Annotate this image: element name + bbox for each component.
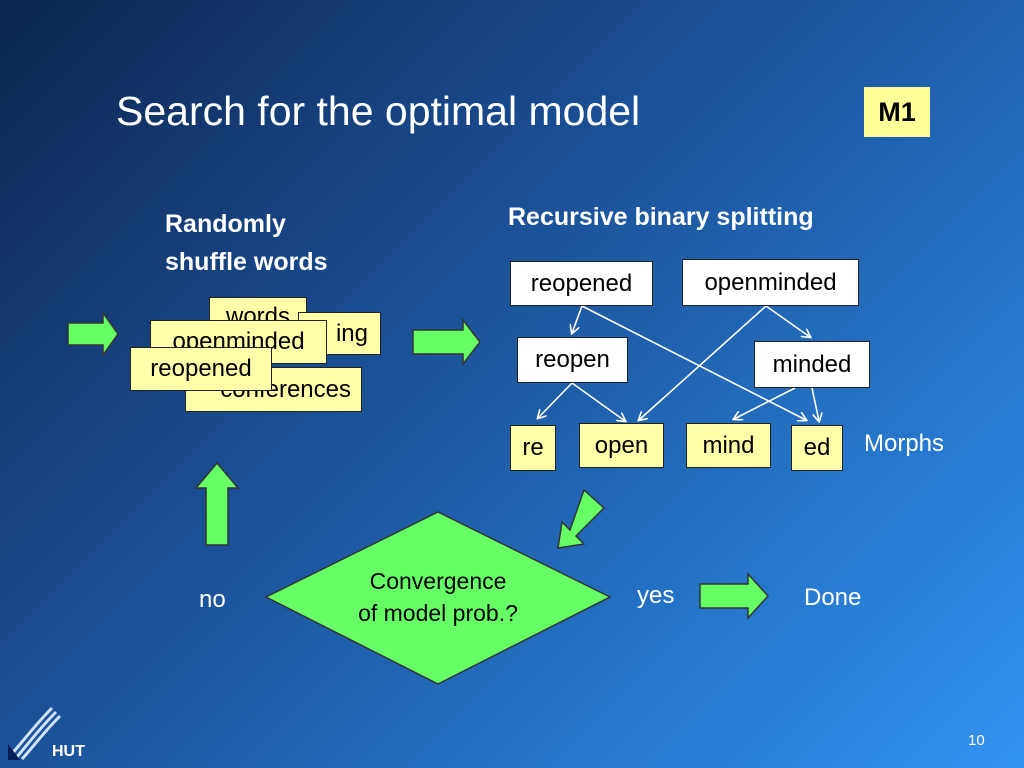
- decision-line2: of model prob.?: [358, 600, 518, 626]
- decision-diamond: [264, 511, 612, 685]
- shuffle-heading: Randomly shuffle words: [165, 205, 328, 281]
- shuffle-card-reopened: reopened: [130, 347, 272, 391]
- morphs-label: Morphs: [864, 430, 945, 457]
- split-word-reopened: reopened: [510, 261, 653, 306]
- split-line: [811, 387, 819, 421]
- split-line: [765, 305, 810, 337]
- split-word-openminded: openminded: [682, 259, 859, 306]
- decision-line1: Convergence: [369, 568, 507, 594]
- model-badge: M1: [864, 87, 930, 137]
- split-lines: [538, 305, 819, 421]
- loop-back-arrow: [194, 461, 240, 546]
- done-label: Done: [804, 584, 862, 611]
- to-decision-arrow: [557, 488, 606, 549]
- decision-text: Convergence of model prob.?: [318, 565, 558, 629]
- morph-re: re: [510, 425, 556, 471]
- split-line: [572, 305, 583, 333]
- to-done-arrow: [699, 572, 770, 620]
- hut-logo-text: HUT: [52, 743, 85, 760]
- yes-label: yes: [637, 582, 675, 609]
- hut-logo-icon: [8, 706, 62, 761]
- split-line: [538, 382, 573, 418]
- split-word-reopen: reopen: [517, 337, 628, 383]
- morph-open: open: [579, 423, 664, 468]
- no-label: no: [199, 586, 226, 613]
- shuffle-heading-line2: shuffle words: [165, 248, 328, 276]
- entry-arrow: [67, 310, 119, 358]
- split-line: [639, 305, 767, 420]
- shuffle-heading-line1: Randomly: [165, 210, 286, 238]
- splitting-heading: Recursive binary splitting: [508, 203, 814, 231]
- to-splitting-arrow: [412, 317, 481, 367]
- split-line: [734, 387, 796, 419]
- morph-mind: mind: [686, 423, 771, 468]
- slide-title: Search for the optimal model: [116, 88, 641, 134]
- page-number: 10: [968, 732, 985, 749]
- split-word-minded: minded: [754, 341, 870, 388]
- morph-ed: ed: [791, 425, 843, 471]
- split-line: [571, 382, 625, 421]
